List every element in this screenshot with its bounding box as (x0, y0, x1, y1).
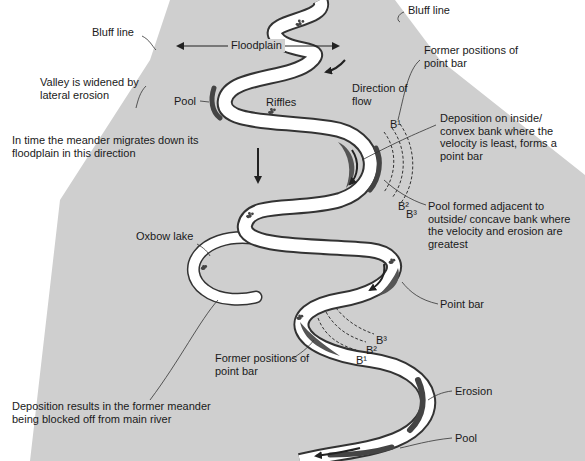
callout-text: Deposition results in the former meander… (12, 400, 212, 425)
pool (330, 447, 392, 455)
flow-arrow (350, 150, 357, 184)
riffle-stone (248, 212, 251, 215)
riffle-stone (249, 215, 252, 218)
riffle-stone (298, 20, 301, 23)
flow-arrow (370, 264, 384, 290)
leader-line (142, 36, 156, 50)
riffle-stone (203, 267, 206, 270)
dashed-arc (384, 132, 394, 192)
callout-text: Valley is widened by lateral erosion (40, 76, 140, 101)
callout-text: Direction of flow (352, 82, 410, 107)
riffles (201, 20, 395, 321)
riffle-stone (270, 108, 273, 111)
callout-text: Pool formed adjacent to outside/ concave… (428, 200, 578, 251)
riffle-stone (203, 267, 206, 270)
river-channel (225, 0, 428, 461)
point-bar (378, 268, 399, 296)
leader-line (150, 300, 218, 400)
riffle-stone (271, 111, 274, 114)
leader-line (200, 101, 209, 102)
leader-line (398, 12, 404, 22)
riffle-stone (299, 23, 302, 26)
riffle-stone (271, 111, 274, 114)
leader-line (362, 125, 436, 160)
riffle-stone (299, 317, 302, 320)
flow-arrow (316, 448, 360, 456)
riffles-label: Riffles (266, 96, 296, 109)
riffle-stone (302, 20, 305, 23)
point-bar-position: B³ (406, 208, 417, 221)
pool-label: Pool (455, 432, 477, 445)
leader-line (136, 86, 146, 108)
callout-text: Former positions of point bar (424, 44, 539, 69)
leader-line (428, 391, 452, 400)
riffle-stone (249, 215, 252, 218)
riffle-stone (299, 317, 302, 320)
riffle-stone (391, 261, 394, 264)
riffle-stone (299, 317, 302, 320)
oxbow-lake-bank (193, 238, 256, 300)
leader-line (400, 438, 452, 448)
riffle-stone (391, 261, 394, 264)
floodplain (30, 0, 585, 461)
riffle-stone (296, 23, 299, 26)
riffle-stone (246, 215, 249, 218)
callout-text: Former positions of point bar (215, 352, 315, 377)
river-bank (225, 0, 428, 461)
riffle-stone (268, 111, 271, 114)
leader-lines (136, 12, 452, 448)
oxbow-lake (193, 238, 256, 300)
dashed-arc (326, 312, 366, 342)
dashed-arc (336, 308, 374, 334)
bluff-label: Bluff line (92, 26, 134, 39)
riffle-stone (273, 108, 276, 111)
dashed-arc (392, 128, 403, 198)
pool (370, 148, 379, 190)
erosion-label: Erosion (455, 385, 492, 398)
point-bar-label: Point bar (440, 298, 484, 311)
riffle-stone (391, 261, 394, 264)
callout-text: In time the meander migrates down its fl… (12, 134, 227, 159)
erosion-bank (410, 380, 423, 430)
pool-label: Pool (174, 95, 196, 108)
dashed-arc (318, 318, 356, 350)
leader-line (197, 244, 210, 256)
callout-text: Deposition on inside/ convex bank where … (440, 112, 580, 163)
flow-arrow (326, 60, 345, 72)
bluff-label: Bluff line (408, 4, 450, 17)
point-bar-position: B¹ (390, 118, 401, 131)
point-bar-position: B¹ (356, 354, 367, 367)
migration-arrow (257, 148, 259, 182)
leader-line (402, 282, 438, 304)
point-bar-position: B³ (376, 334, 387, 347)
riffle-stone (203, 267, 206, 270)
riffle-stone (271, 111, 274, 114)
riffle-stone (299, 23, 302, 26)
riffle-stone (251, 212, 254, 215)
oxbow-label: Oxbow lake (136, 230, 193, 243)
point-bar-position: B² (366, 344, 377, 357)
pool (212, 88, 220, 118)
riffle-stone (249, 215, 252, 218)
riffle-stone (299, 23, 302, 26)
floodplain-label: Floodplain (228, 39, 285, 52)
